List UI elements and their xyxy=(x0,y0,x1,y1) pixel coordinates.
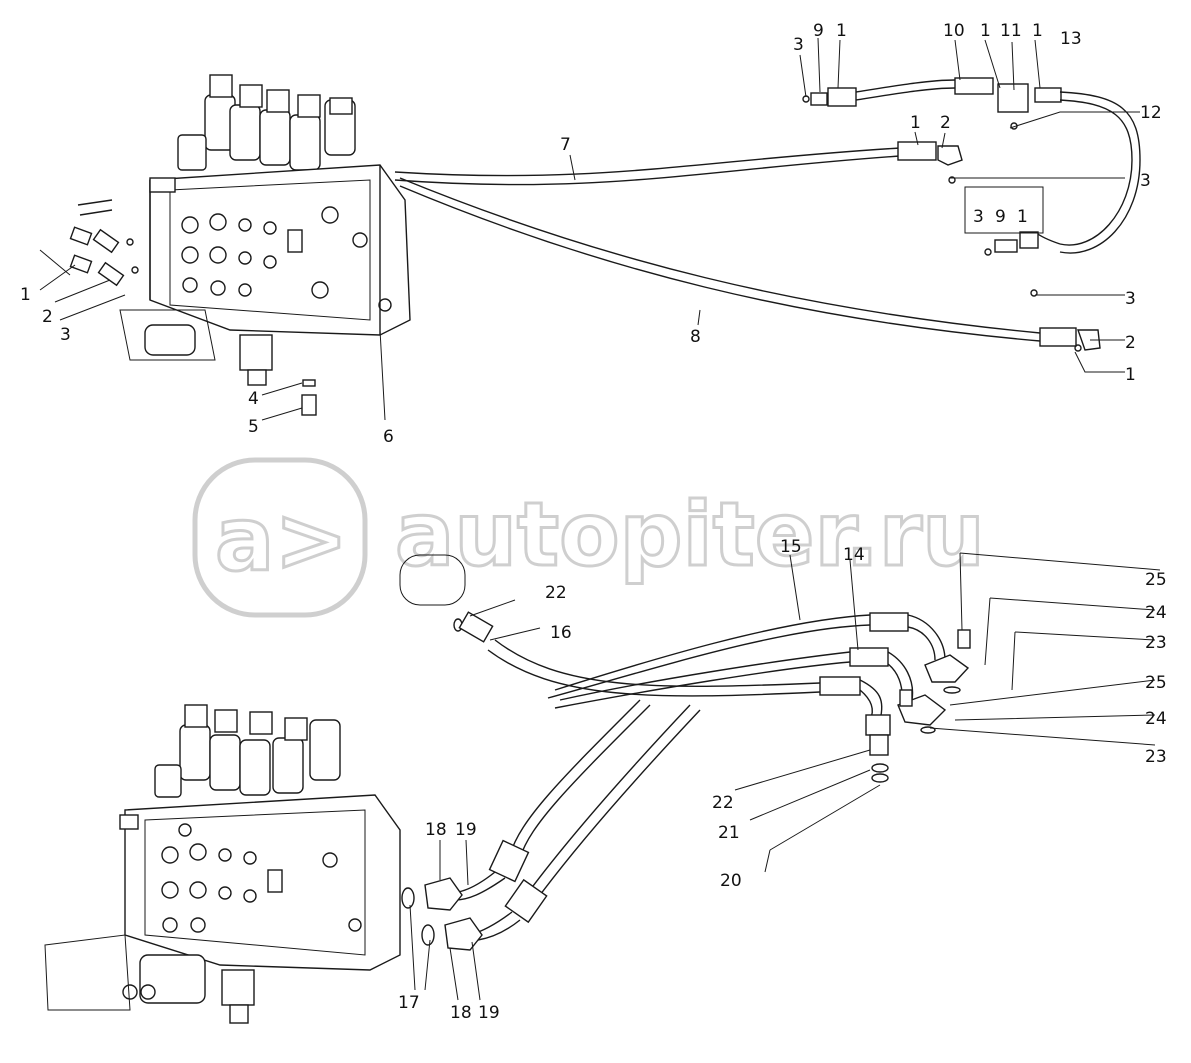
callout-label: 5 xyxy=(248,417,259,437)
lower-control-valve xyxy=(44,704,435,1024)
hose-10 xyxy=(855,79,956,93)
callout-label: 24 xyxy=(1145,603,1167,623)
callout-label: 1 xyxy=(20,285,31,305)
hose-16 xyxy=(494,639,821,687)
lower-valve-body xyxy=(124,794,401,971)
callout-label: 19 xyxy=(478,1003,500,1023)
lower-hoses xyxy=(399,554,971,951)
flange-18-upper xyxy=(424,877,463,911)
callout-label: 1 xyxy=(1032,21,1043,41)
callout-label: 1 xyxy=(1017,207,1028,227)
flange-24-upper xyxy=(924,654,970,683)
callout-label: 3 xyxy=(1125,289,1136,309)
callout-label: 19 xyxy=(455,820,477,840)
callout-label: 8 xyxy=(690,327,701,347)
watermark-logo-frame xyxy=(192,457,368,618)
callout-label: 18 xyxy=(450,1003,472,1023)
callout-box xyxy=(964,186,1044,234)
hose-14 xyxy=(559,651,851,701)
callout-label: 16 xyxy=(550,623,572,643)
callout-label: 20 xyxy=(720,871,742,891)
callout-label: 3 xyxy=(793,35,804,55)
hose-15 xyxy=(554,614,871,691)
callout-label: 2 xyxy=(1125,333,1136,353)
hose-7 xyxy=(394,147,901,177)
top-right-assembly xyxy=(802,77,1141,297)
callout-label: 25 xyxy=(1145,570,1167,590)
upper-control-valve xyxy=(69,74,411,416)
callout-label: 25 xyxy=(1145,673,1167,693)
callout-label: 3 xyxy=(973,207,984,227)
callout-label: 18 xyxy=(425,820,447,840)
callout-label: 22 xyxy=(712,793,734,813)
callout-label: 9 xyxy=(995,207,1006,227)
tee-fitting-11 xyxy=(997,83,1029,113)
callout-label: 23 xyxy=(1145,747,1167,767)
callout-label: 1 xyxy=(910,113,921,133)
leader-lines xyxy=(39,37,1161,1001)
upper-hoses xyxy=(394,141,1101,352)
callout-label: 21 xyxy=(718,823,740,843)
upper-valve-ports xyxy=(181,206,392,312)
callout-label: 3 xyxy=(1140,171,1151,191)
callout-label: 14 xyxy=(843,545,865,565)
callout-label: 23 xyxy=(1145,633,1167,653)
upper-solenoids xyxy=(177,74,356,171)
watermark: a> autopiter.ru xyxy=(192,457,986,618)
callout-label: 11 xyxy=(1000,21,1022,41)
callout-label: 1 xyxy=(980,21,991,41)
callout-label: 2 xyxy=(42,307,53,327)
callout-label: 7 xyxy=(560,135,571,155)
callout-label: 10 xyxy=(943,21,965,41)
lower-solenoids xyxy=(154,704,341,798)
callout-label: 15 xyxy=(780,537,802,557)
callout-label: 1 xyxy=(836,21,847,41)
callout-label: 22 xyxy=(545,583,567,603)
callout-label: 9 xyxy=(813,21,824,41)
watermark-logo-letter: a> xyxy=(215,488,348,591)
lower-valve-ports xyxy=(161,823,362,933)
callout-label: 2 xyxy=(940,113,951,133)
callout-labels: 3 9 1 10 1 11 1 13 12 1 2 3 7 3 9 1 3 8 … xyxy=(20,21,1167,1023)
flange-18-lower xyxy=(444,917,483,951)
callout-label: 1 xyxy=(1125,365,1136,385)
hose-8 xyxy=(399,177,1041,334)
callout-label: 13 xyxy=(1060,29,1082,49)
callout-label: 17 xyxy=(398,993,420,1013)
callout-label: 12 xyxy=(1140,103,1162,123)
callout-label: 4 xyxy=(248,389,259,409)
watermark-text: autopiter.ru xyxy=(395,483,985,586)
upper-valve-body xyxy=(149,164,411,336)
callout-label: 3 xyxy=(60,325,71,345)
callout-label: 6 xyxy=(383,427,394,447)
hose-13 xyxy=(1059,91,1141,254)
callout-label: 24 xyxy=(1145,709,1167,729)
